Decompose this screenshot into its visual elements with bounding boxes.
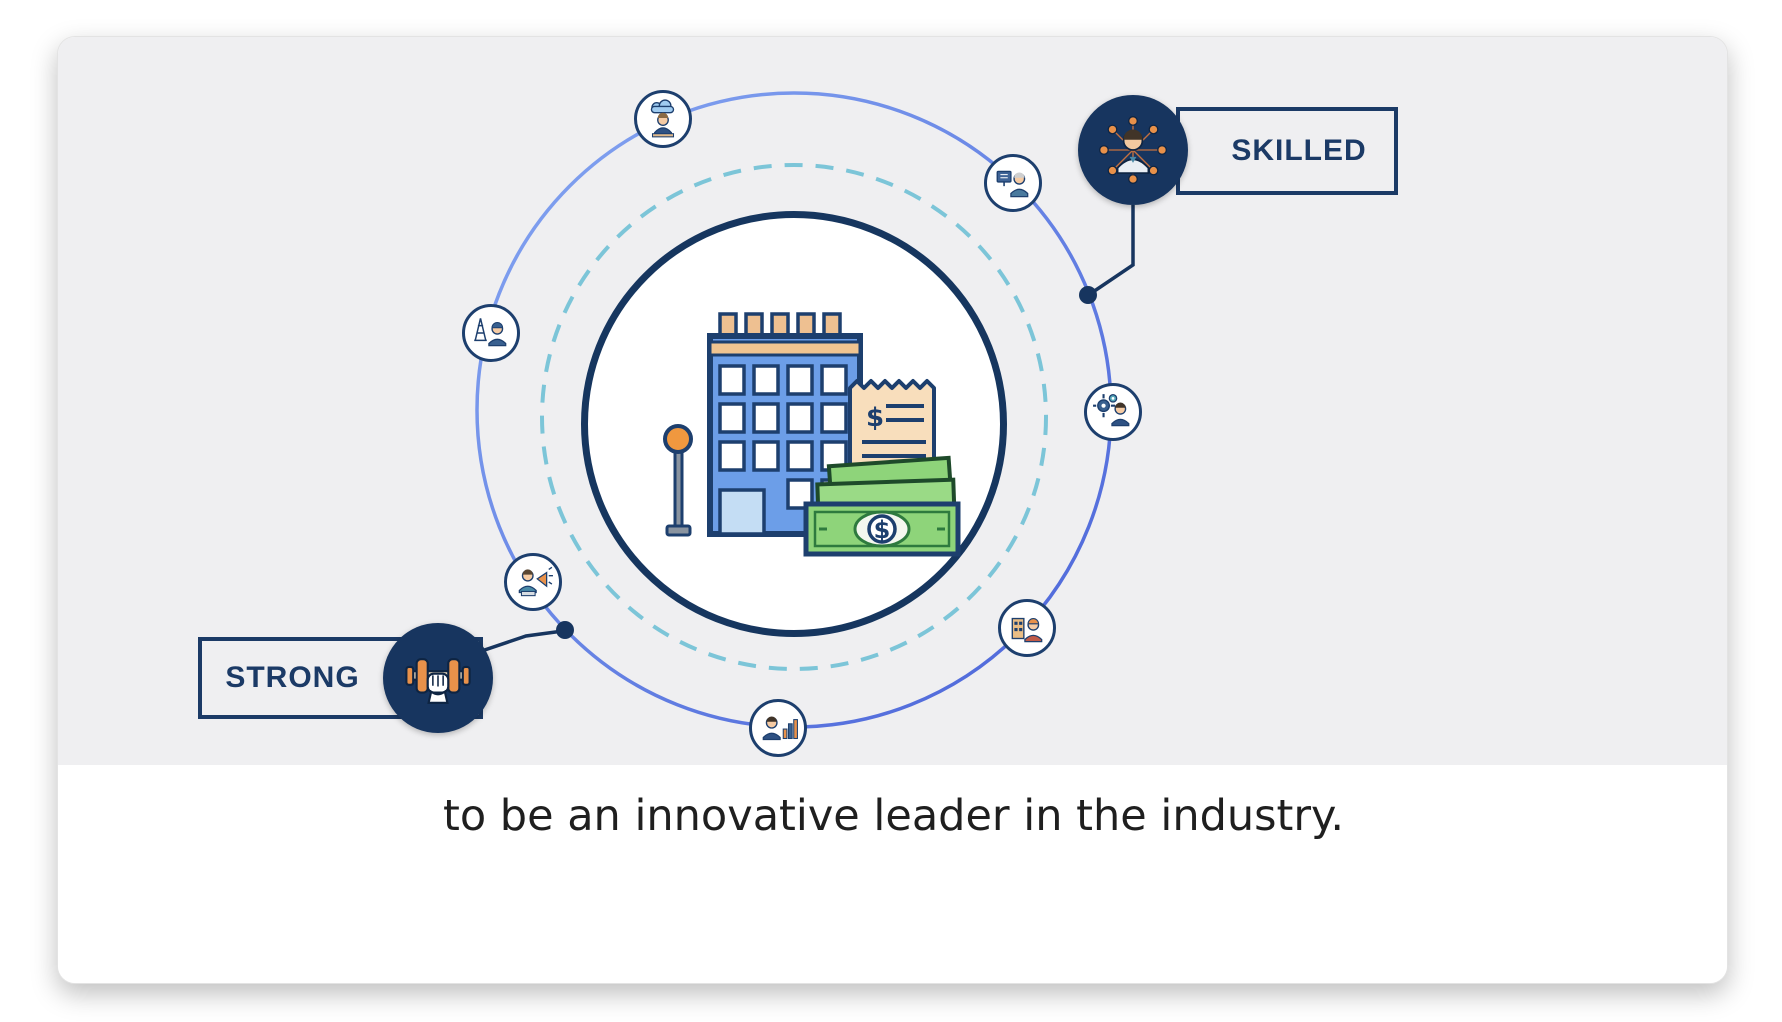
caption-bar: to be an innovative leader in the indust… bbox=[58, 765, 1727, 983]
bill-dollar-sign: $ bbox=[874, 516, 891, 544]
presenter-screen-icon bbox=[996, 170, 1029, 198]
slide: $ $ bbox=[57, 36, 1728, 984]
street-lamp-icon bbox=[663, 424, 693, 537]
strong-node bbox=[383, 623, 493, 733]
node-cloud-worker bbox=[634, 90, 692, 148]
office-building-money-illustration: $ $ bbox=[663, 312, 961, 557]
node-analyst-chart bbox=[749, 699, 807, 757]
networked-person-icon bbox=[1099, 116, 1167, 184]
analyst-chart-icon bbox=[762, 716, 798, 741]
engineer-gears-icon bbox=[1093, 394, 1130, 427]
skilled-node bbox=[1078, 95, 1188, 205]
node-engineer-gears bbox=[1084, 383, 1142, 441]
node-worker-building bbox=[998, 599, 1056, 657]
skilled-callout-box: SKILLED bbox=[1176, 107, 1398, 195]
caption-text: to be an innovative leader in the indust… bbox=[442, 791, 1345, 841]
node-marketer-megaphone bbox=[504, 553, 562, 611]
skilled-label: SKILLED bbox=[1231, 134, 1367, 167]
skilled-connector-line bbox=[1089, 205, 1135, 296]
diagram-area: $ $ bbox=[58, 37, 1727, 765]
skilled-connector-dot bbox=[1079, 286, 1097, 304]
node-oil-worker bbox=[462, 304, 520, 362]
dashed-ring bbox=[540, 163, 1048, 671]
receipt-dollar-sign: $ bbox=[866, 403, 884, 433]
oil-worker-icon bbox=[474, 318, 507, 347]
fist-dumbbell-icon bbox=[405, 658, 471, 704]
receipt-icon: $ bbox=[848, 379, 936, 482]
money-bills-icon: $ bbox=[803, 455, 961, 557]
center-circle: $ $ bbox=[581, 211, 1007, 637]
strong-label: STRONG bbox=[225, 661, 360, 694]
strong-connector-dot bbox=[556, 621, 574, 639]
marketer-megaphone-icon bbox=[518, 566, 553, 597]
worker-building-icon bbox=[1011, 617, 1043, 643]
cloud-worker-icon bbox=[650, 99, 675, 138]
node-presenter-screen bbox=[984, 154, 1042, 212]
